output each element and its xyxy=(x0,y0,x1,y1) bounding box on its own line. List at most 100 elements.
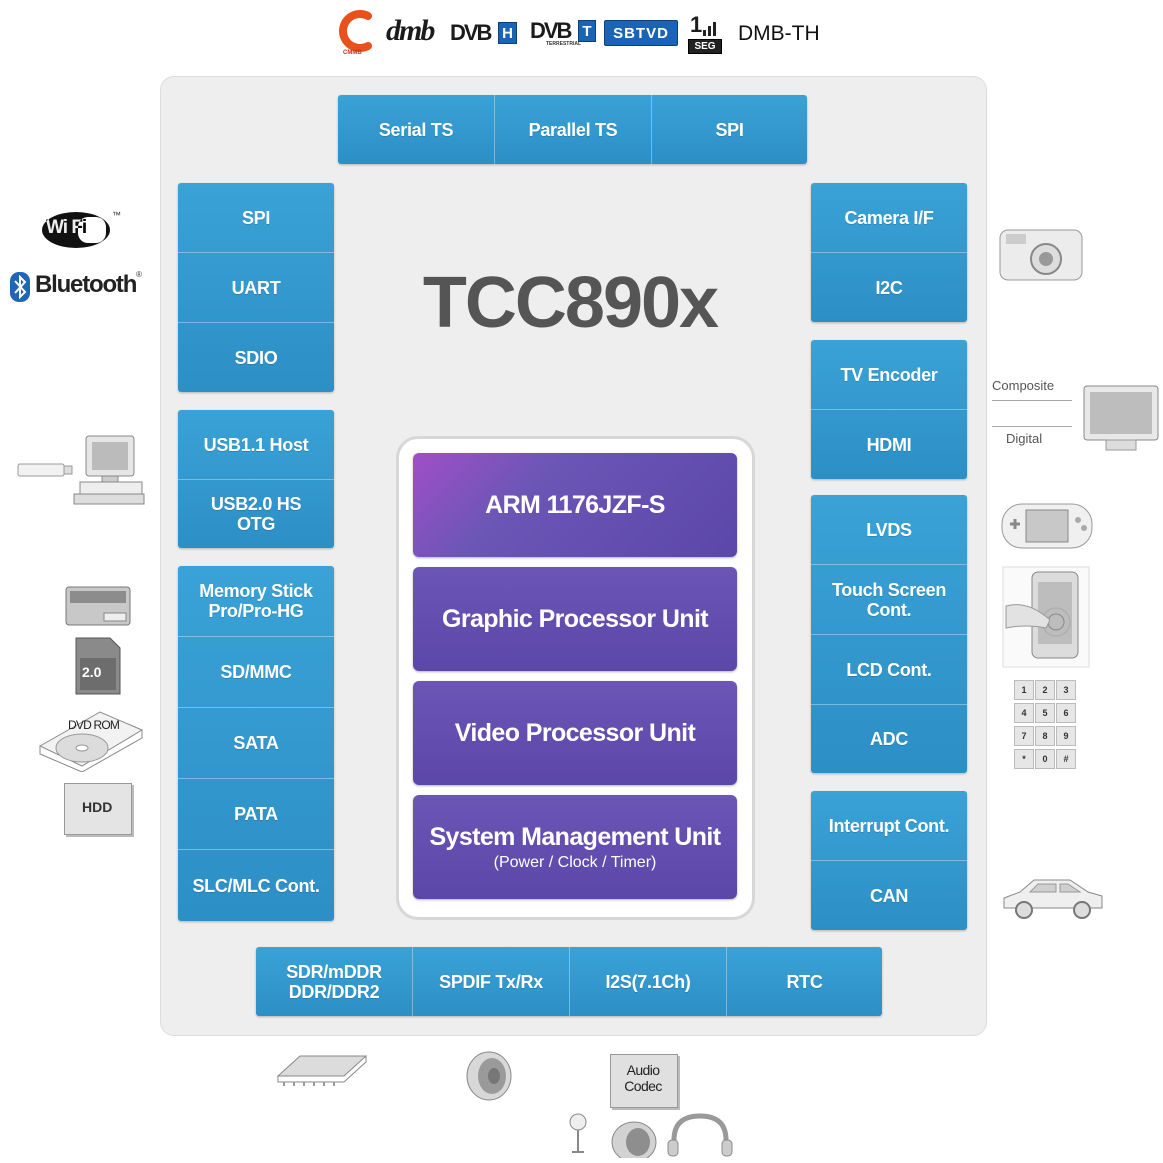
tv-composite-label: Composite xyxy=(992,378,1055,393)
dvd-label: DVD ROM xyxy=(68,718,120,732)
speaker-icon xyxy=(462,1050,516,1102)
unit-smu-subtitle: (Power / Clock / Timer) xyxy=(493,853,657,871)
block-spi-top: SPI xyxy=(715,119,744,140)
block-memory-stick: Memory Stick Pro/Pro-HG xyxy=(199,581,313,621)
keypad-key: # xyxy=(1056,749,1076,769)
wifi-trademark: ™ xyxy=(112,210,121,220)
dvb-h-logo: DVB xyxy=(450,20,492,45)
keypad-key: 3 xyxy=(1056,680,1076,700)
block-sd-mmc: SD/MMC xyxy=(220,662,292,682)
unit-smu: System Management Unit (Power / Clock / … xyxy=(413,795,737,899)
hdd-icon: HDD xyxy=(64,783,132,835)
block-i2s: I2S(7.1Ch) xyxy=(605,971,691,992)
keypad-icon: 1 2 3 4 5 6 7 8 9 * 0 # xyxy=(1014,680,1078,769)
unit-gpu-title: Graphic Processor Unit xyxy=(441,604,709,633)
car-icon xyxy=(1000,874,1106,922)
block-touch-screen: Touch Screen Cont. xyxy=(831,579,947,620)
keypad-key: 2 xyxy=(1035,680,1055,700)
block-usb20-otg: USB2.0 HS OTG xyxy=(210,494,302,534)
keypad-key: 0 xyxy=(1035,749,1055,769)
dmb-th-logo: DMB-TH xyxy=(738,22,820,45)
one-seg-logo: 1 SEG xyxy=(686,12,722,54)
memory-stick-icon xyxy=(64,585,132,627)
block-interrupt-cont: Interrupt Cont. xyxy=(828,815,950,836)
keypad-key: 8 xyxy=(1035,726,1055,746)
block-can: CAN xyxy=(869,885,909,906)
block-pata: PATA xyxy=(234,804,278,824)
keypad-key: 1 xyxy=(1014,680,1034,700)
dmb-logo: dmb xyxy=(386,14,435,47)
tv-icon: Composite Digital xyxy=(990,376,1162,456)
bluetooth-icon: Bluetooth ® xyxy=(10,270,145,304)
dvd-rom-icon: DVD ROM xyxy=(38,708,144,772)
block-sdr-ddr: SDR/mDDR DDR/DDR2 xyxy=(286,961,382,1002)
broadcast-standards-logos: CMMB dmb DVB H DVB T TERRESTRIAL SBTVD 1… xyxy=(338,10,838,58)
handheld-game-icon xyxy=(1000,500,1094,552)
left-serial-group: SPI UART SDIO xyxy=(178,183,334,392)
block-sdio: SDIO xyxy=(234,347,278,368)
keypad-key: 5 xyxy=(1035,703,1055,723)
block-rtc: RTC xyxy=(786,971,823,992)
sbtvd-logo: SBTVD xyxy=(604,20,678,46)
right-control-group: Interrupt Cont. CAN xyxy=(811,791,967,930)
dvb-h-box: H xyxy=(498,22,517,44)
dvb-t-box: T xyxy=(578,20,596,42)
block-serial-ts: Serial TS xyxy=(378,119,454,140)
usb-pc-icon xyxy=(16,432,146,507)
sd-card-icon: 2.0 xyxy=(74,636,122,696)
sd-card-label: 2.0 xyxy=(82,664,102,680)
right-camera-group: Camera I/F I2C xyxy=(811,183,967,322)
hdd-label: HDD xyxy=(82,799,113,815)
audio-codec-icon: Audio Codec xyxy=(610,1054,678,1108)
keypad-key: 9 xyxy=(1056,726,1076,746)
keypad-key: * xyxy=(1014,749,1034,769)
keypad-key: 7 xyxy=(1014,726,1034,746)
unit-smu-title: System Management Unit xyxy=(429,822,721,851)
one-seg-caption: SEG xyxy=(688,39,722,54)
block-spi-left: SPI xyxy=(241,207,271,228)
audio-devices-icon xyxy=(566,1112,736,1163)
one-seg-number: 1 xyxy=(690,12,703,37)
touch-screen-icon xyxy=(1002,566,1090,668)
transport-interface-group: Serial TS Parallel TS SPI xyxy=(338,95,807,164)
block-usb11-host: USB1.1 Host xyxy=(203,434,309,455)
block-lcd-cont: LCD Cont. xyxy=(846,659,932,680)
right-display-group: LVDS Touch Screen Cont. LCD Cont. ADC xyxy=(811,495,967,773)
bluetooth-label: Bluetooth xyxy=(35,271,137,298)
cmmb-logo: CMMB xyxy=(338,10,378,58)
block-uart: UART xyxy=(231,277,281,298)
block-hdmi: HDMI xyxy=(866,434,912,455)
block-parallel-ts: Parallel TS xyxy=(528,119,618,140)
tv-digital-label: Digital xyxy=(1006,431,1043,446)
dvb-t-logo: DVB xyxy=(530,18,572,43)
unit-vpu: Video Processor Unit xyxy=(413,681,737,785)
unit-arm-title: ARM 1176JZF-S xyxy=(485,490,665,519)
block-tv-encoder: TV Encoder xyxy=(840,364,938,385)
block-lvds: LVDS xyxy=(866,519,912,540)
bottom-memory-audio-group: SDR/mDDR DDR/DDR2 SPDIF Tx/Rx I2S(7.1Ch)… xyxy=(256,947,882,1016)
bluetooth-registered: ® xyxy=(136,270,142,279)
cmmb-caption: CMMB xyxy=(343,50,362,56)
block-camera-if: Camera I/F xyxy=(844,207,934,228)
processor-core: ARM 1176JZF-S Graphic Processor Unit Vid… xyxy=(396,436,755,920)
right-video-out-group: TV Encoder HDMI xyxy=(811,340,967,479)
wifi-icon: Wi Fi ™ xyxy=(40,210,121,250)
audio-codec-label: Audio Codec xyxy=(624,1062,662,1094)
block-sata: SATA xyxy=(233,733,279,753)
unit-gpu: Graphic Processor Unit xyxy=(413,567,737,671)
unit-arm: ARM 1176JZF-S xyxy=(413,453,737,557)
block-slc-mlc: SLC/MLC Cont. xyxy=(192,875,320,896)
keypad-key: 6 xyxy=(1056,703,1076,723)
wifi-label: Wi Fi xyxy=(46,217,87,238)
left-usb-group: USB1.1 Host USB2.0 HS OTG xyxy=(178,410,334,548)
unit-vpu-title: Video Processor Unit xyxy=(454,718,696,747)
keypad-key: 4 xyxy=(1014,703,1034,723)
chip-title: TCC890x xyxy=(422,263,719,343)
camera-icon xyxy=(998,226,1084,282)
memory-chip-icon xyxy=(276,1052,368,1088)
dvb-t-caption: TERRESTRIAL xyxy=(546,41,581,47)
left-storage-group: Memory Stick Pro/Pro-HG SD/MMC SATA PATA… xyxy=(178,566,334,921)
block-adc: ADC xyxy=(869,729,909,749)
block-spdif: SPDIF Tx/Rx xyxy=(439,971,543,992)
block-i2c: I2C xyxy=(875,277,903,298)
